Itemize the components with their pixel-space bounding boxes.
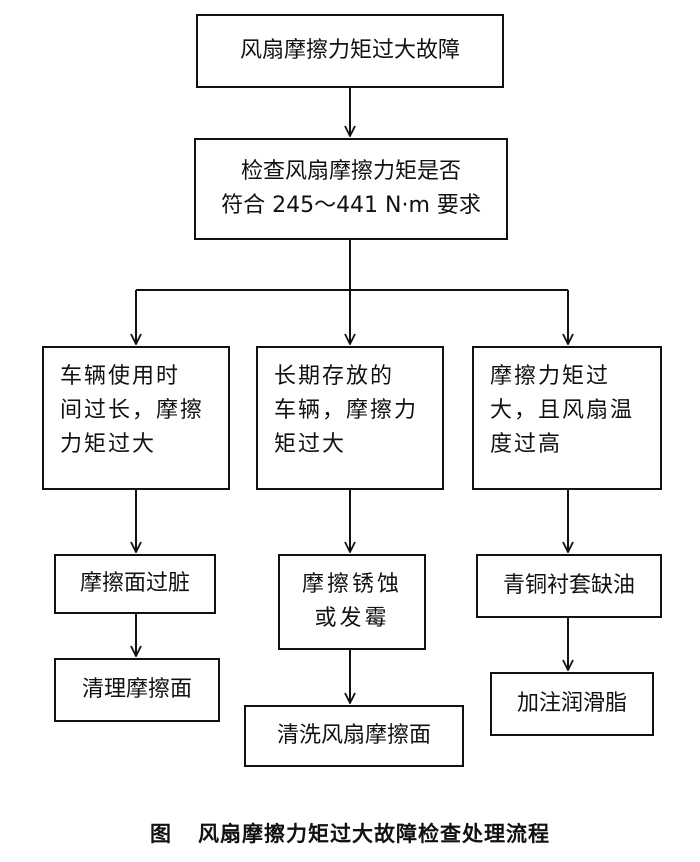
branch-3-action-box: 加注润滑脂 [490, 672, 654, 736]
branch-1-action-box: 清理摩擦面 [54, 658, 220, 722]
branch-2-cause-line-2: 或发霉 [314, 606, 390, 631]
branch-2-action-text: 清洗风扇摩擦面 [276, 722, 431, 748]
root-box: 风扇摩擦力矩过大故障 [196, 14, 504, 88]
branch-3-action-text: 加注润滑脂 [516, 690, 627, 716]
branch-3-cause-text: 青铜衬套缺油 [502, 572, 635, 598]
branch-2-condition-box: 长期存放的 车辆，摩擦力 矩过大 [256, 346, 444, 490]
branch-2-condition-line-2: 车辆，摩擦力 [274, 398, 419, 424]
branch-2-action-box: 清洗风扇摩擦面 [244, 705, 464, 767]
branch-1-condition-line-1: 车辆使用时 [60, 364, 181, 389]
branch-2-cause-line-1: 摩擦锈蚀 [301, 571, 402, 597]
check-line-1: 检查风扇摩擦力矩是否 [240, 158, 461, 184]
check-line-2: 符合 245～441 N·m 要求 [221, 193, 481, 218]
branch-2-condition-line-3: 矩过大 [274, 432, 347, 458]
check-box: 检查风扇摩擦力矩是否 符合 245～441 N·m 要求 [194, 138, 508, 240]
branch-2-cause-box: 摩擦锈蚀 或发霉 [278, 554, 426, 650]
branch-3-condition-line-2: 大，且风扇温 [490, 398, 635, 424]
figure-title: 风扇摩擦力矩过大故障检查处理流程 [198, 822, 550, 846]
branch-3-condition-line-1: 摩擦力矩过 [490, 364, 611, 389]
branch-1-action-text: 清理摩擦面 [81, 676, 192, 702]
branch-1-cause-box: 摩擦面过脏 [54, 554, 216, 614]
root-text: 风扇摩擦力矩过大故障 [239, 37, 460, 63]
branch-1-condition-line-2: 间过长，摩擦 [60, 398, 205, 424]
figure-caption: 图 风扇摩擦力矩过大故障检查处理流程 [0, 818, 700, 848]
branch-3-condition-line-3: 度过高 [490, 432, 563, 458]
branch-2-condition-line-1: 长期存放的 [274, 364, 395, 389]
branch-3-condition-box: 摩擦力矩过 大，且风扇温 度过高 [472, 346, 662, 490]
branch-1-condition-line-3: 力矩过大 [60, 432, 157, 458]
branch-1-condition-box: 车辆使用时 间过长，摩擦 力矩过大 [42, 346, 230, 490]
figure-label: 图 [150, 822, 172, 846]
branch-1-cause-text: 摩擦面过脏 [79, 570, 190, 596]
branch-3-cause-box: 青铜衬套缺油 [476, 554, 662, 618]
